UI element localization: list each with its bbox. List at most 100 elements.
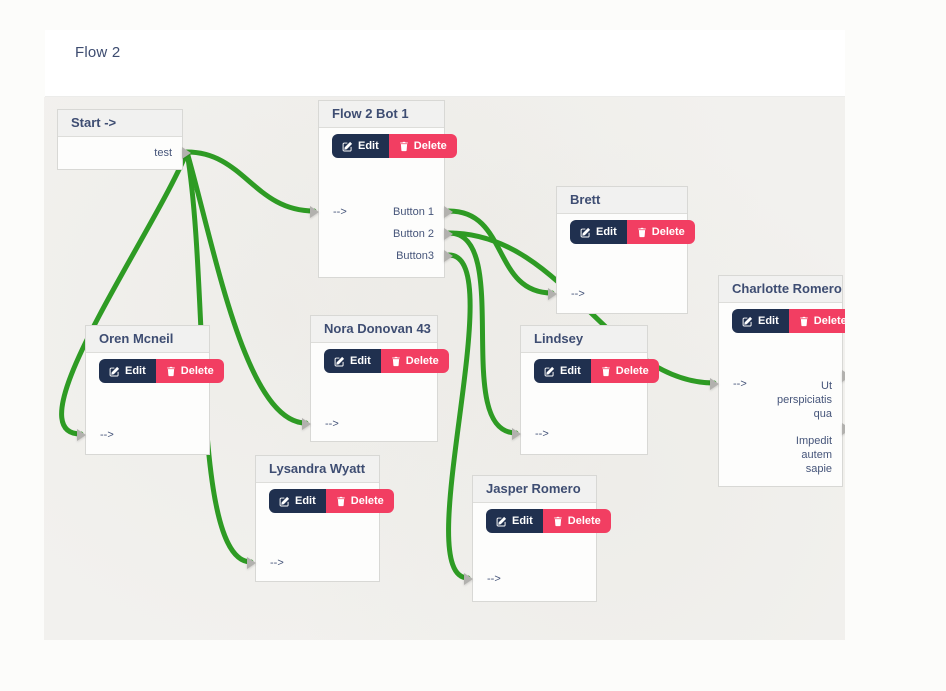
node-title: Lindsey <box>521 326 647 353</box>
trash-icon <box>166 366 176 377</box>
node-actions: Edit Delete <box>332 134 457 158</box>
edit-icon <box>742 316 753 327</box>
port-label: --> <box>733 378 747 390</box>
delete-button-label: Delete <box>615 365 649 377</box>
delete-button-label: Delete <box>651 226 685 238</box>
node-title: Flow 2 Bot 1 <box>319 101 444 128</box>
edit-button[interactable]: Edit <box>534 359 591 383</box>
input-port-brett-in[interactable] <box>548 288 557 300</box>
port-label: Ut perspiciatis qua <box>776 380 832 420</box>
edit-button-label: Edit <box>512 515 533 527</box>
node-title: Jasper Romero <box>473 476 596 503</box>
output-port-start-test[interactable] <box>182 147 191 159</box>
edit-button-label: Edit <box>560 365 581 377</box>
edit-button-label: Edit <box>358 140 379 152</box>
port-label: Impedit autem sapie <box>795 435 832 475</box>
output-port-charlotte-out1[interactable] <box>842 370 845 382</box>
trash-icon <box>799 316 809 327</box>
input-port-bot-in[interactable] <box>310 206 319 218</box>
delete-button-label: Delete <box>567 515 601 527</box>
port-label: --> <box>487 573 501 585</box>
node-title: Lysandra Wyatt <box>256 456 379 483</box>
edit-button-label: Edit <box>350 355 371 367</box>
edit-icon <box>544 366 555 377</box>
delete-button[interactable]: Delete <box>590 359 659 383</box>
delete-button[interactable]: Delete <box>788 309 845 333</box>
edit-icon <box>334 356 345 367</box>
node-actions: Edit Delete <box>269 489 394 513</box>
flow-node-start[interactable]: Start -> test <box>57 109 191 170</box>
port-label: --> <box>535 428 549 440</box>
edit-button[interactable]: Edit <box>732 309 789 333</box>
edit-icon <box>342 141 353 152</box>
port-label: --> <box>571 288 585 300</box>
edit-icon <box>279 496 290 507</box>
edit-button[interactable]: Edit <box>269 489 326 513</box>
port-label: Button3 <box>396 250 434 262</box>
input-port-jasper-in[interactable] <box>464 573 473 585</box>
node-title: Oren Mcneil <box>86 326 209 353</box>
port-label: --> <box>333 206 347 218</box>
delete-button[interactable]: Delete <box>380 349 449 373</box>
node-actions: Edit Delete <box>732 309 845 333</box>
output-port-bot-out3[interactable] <box>444 250 453 262</box>
edit-button-label: Edit <box>596 226 617 238</box>
delete-button[interactable]: Delete <box>626 220 695 244</box>
edit-icon <box>496 516 507 527</box>
edit-button[interactable]: Edit <box>324 349 381 373</box>
delete-button-label: Delete <box>813 315 845 327</box>
delete-button[interactable]: Delete <box>325 489 394 513</box>
delete-button[interactable]: Delete <box>388 134 457 158</box>
edit-button[interactable]: Edit <box>332 134 389 158</box>
input-port-lindsey-in[interactable] <box>512 428 521 440</box>
trash-icon <box>399 141 409 152</box>
connection-start.test-to-bot.in[interactable] <box>184 149 317 214</box>
port-label: --> <box>100 429 114 441</box>
port-label: --> <box>325 418 339 430</box>
edit-button-label: Edit <box>295 495 316 507</box>
port-label: test <box>154 147 172 159</box>
connection-bot.out3-to-jasper.in[interactable] <box>446 252 473 581</box>
delete-button-label: Delete <box>180 365 214 377</box>
edit-button[interactable]: Edit <box>99 359 156 383</box>
output-port-charlotte-out2[interactable] <box>842 423 845 435</box>
input-port-lysandra-in[interactable] <box>247 557 256 569</box>
delete-button[interactable]: Delete <box>155 359 224 383</box>
input-port-oren-in[interactable] <box>77 429 86 441</box>
input-port-charlotte-in[interactable] <box>710 378 719 390</box>
edit-icon <box>580 227 591 238</box>
node-actions: Edit Delete <box>570 220 695 244</box>
node-actions: Edit Delete <box>534 359 659 383</box>
node-actions: Edit Delete <box>486 509 611 533</box>
connection-bot.out2-to-lindsey.in[interactable] <box>446 230 519 436</box>
port-label: Button 2 <box>393 228 434 240</box>
output-port-bot-out2[interactable] <box>444 228 453 240</box>
flow-node-bot[interactable]: Flow 2 Bot 1 Edit Delete --> Button 1 Button … <box>310 100 457 278</box>
node-title: Charlotte Romero <box>719 276 842 303</box>
port-label: --> <box>270 557 284 569</box>
input-port-nora-in[interactable] <box>302 418 311 430</box>
node-title: Start -> <box>58 110 182 137</box>
delete-button[interactable]: Delete <box>542 509 611 533</box>
node-actions: Edit Delete <box>99 359 224 383</box>
port-label: Button 1 <box>393 206 434 218</box>
edit-button[interactable]: Edit <box>486 509 543 533</box>
connection-start.test-to-nora.in[interactable] <box>184 149 309 426</box>
edit-icon <box>109 366 120 377</box>
trash-icon <box>553 516 563 527</box>
connection-bot.out1-to-brett.in[interactable] <box>446 208 555 296</box>
page-title: Flow 2 <box>75 44 121 61</box>
trash-icon <box>391 356 401 367</box>
edit-button[interactable]: Edit <box>570 220 627 244</box>
delete-button-label: Delete <box>350 495 384 507</box>
output-port-bot-out1[interactable] <box>444 206 453 218</box>
